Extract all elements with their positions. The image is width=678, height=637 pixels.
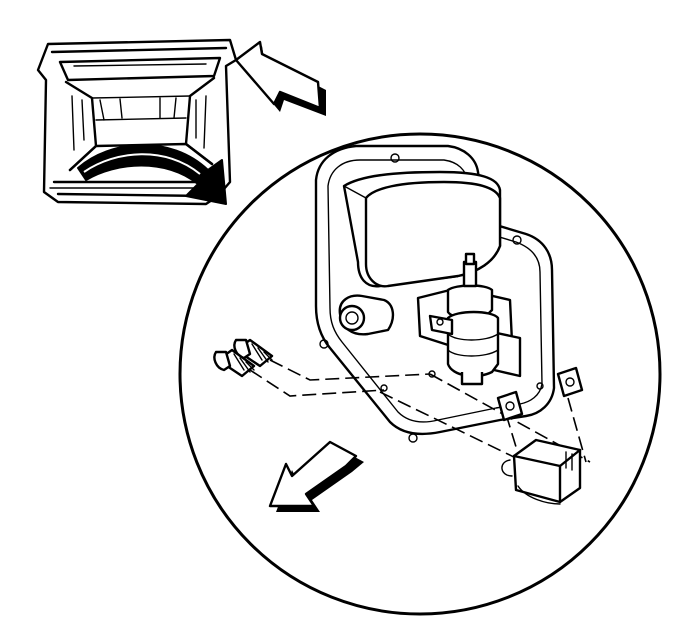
housing-mounting-plate: [314, 144, 556, 443]
connector-bracket: [501, 438, 582, 505]
retainer-clip-right: [556, 366, 584, 398]
mounting-bolt-upper: [233, 338, 274, 368]
detail-callout-arrow: [77, 144, 227, 205]
removal-direction-arrow: [268, 440, 364, 512]
solenoid-actuator: [416, 252, 522, 386]
mounting-bolt-lower: [213, 348, 256, 378]
retainer-clip-left: [496, 390, 524, 422]
grommet: [338, 294, 395, 336]
view-direction-arrow: [234, 40, 326, 116]
